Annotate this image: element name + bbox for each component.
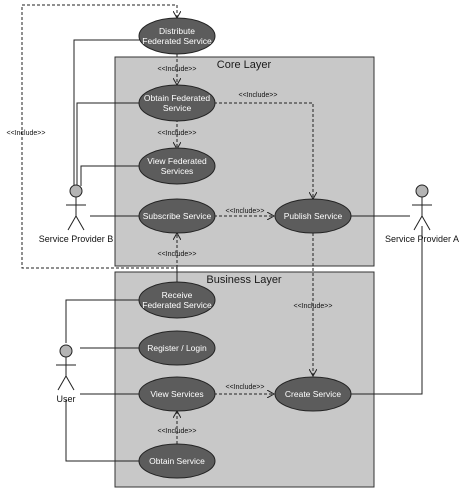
- include-label: <<Include>>: [158, 251, 197, 258]
- use-case-label: Distribute: [159, 26, 195, 36]
- use-case-label: Service: [163, 103, 192, 113]
- actor-head-icon: [69, 184, 83, 198]
- use-case-label: Publish Service: [284, 211, 343, 221]
- use-case-receive[interactable]: Receive Federated Service: [138, 281, 216, 319]
- include-label: <<Include>>: [158, 130, 197, 137]
- core-layer-title: Core Layer: [217, 59, 272, 71]
- use-case-register-login[interactable]: Register / Login: [138, 330, 216, 366]
- actor-label: User: [56, 394, 75, 404]
- assoc-user-receive: [65, 299, 140, 343]
- include-labels: <<Include>> <<Include>> <<Include>> <<In…: [7, 66, 333, 435]
- use-case-distribute[interactable]: Distribute Federated Service: [138, 17, 216, 55]
- use-case-publish[interactable]: Publish Service: [274, 198, 352, 234]
- include-distribute-receive: [21, 4, 177, 285]
- actor-label: Service Provider B: [39, 234, 114, 244]
- include-label: <<Include>>: [239, 92, 278, 99]
- assoc-b-distribute: [73, 39, 140, 186]
- actor-service-provider-a[interactable]: Service Provider A: [385, 184, 459, 244]
- use-case-label: Federated Service: [142, 300, 212, 310]
- include-obtain-publish: [214, 102, 313, 199]
- assoc-user-obtain-service: [65, 400, 140, 462]
- assoc-a-create: [350, 226, 423, 395]
- use-case-label: Federated Service: [142, 36, 212, 46]
- actor-service-provider-b[interactable]: Service Provider B: [39, 184, 114, 244]
- use-case-label: Services: [161, 166, 194, 176]
- use-case-create[interactable]: Create Service: [274, 376, 352, 412]
- associations: [65, 39, 423, 462]
- include-dependencies: [21, 4, 313, 444]
- use-case-label: Subscribe Service: [143, 211, 212, 221]
- assoc-b-view-federated: [80, 165, 140, 186]
- actor-label: Service Provider A: [385, 234, 459, 244]
- include-label: <<Include>>: [226, 208, 265, 215]
- use-case-obtain-federated[interactable]: Obtain Federated Service: [138, 84, 216, 122]
- use-case-obtain-service[interactable]: Obtain Service: [138, 443, 216, 479]
- include-label: <<Include>>: [158, 66, 197, 73]
- use-case-label: Register / Login: [147, 343, 207, 353]
- use-case-view-federated[interactable]: View Federated Services: [138, 147, 216, 185]
- use-case-label: View Services: [150, 389, 203, 399]
- actor-head-icon: [415, 184, 429, 198]
- use-case-label: Receive: [162, 290, 193, 300]
- actor-user[interactable]: User: [56, 344, 76, 404]
- include-label: <<Include>>: [158, 428, 197, 435]
- use-case-label: Obtain Service: [149, 456, 205, 466]
- include-label: <<Include>>: [294, 303, 333, 310]
- use-case-label: Obtain Federated: [144, 93, 210, 103]
- use-case-view-services[interactable]: View Services: [138, 376, 216, 412]
- business-layer-title: Business Layer: [206, 274, 282, 286]
- use-case-label: Create Service: [285, 389, 341, 399]
- use-case-subscribe[interactable]: Subscribe Service: [138, 198, 216, 234]
- use-case-label: View Federated: [147, 156, 207, 166]
- include-label: <<Include>>: [226, 384, 265, 391]
- assoc-b-obtain-federated: [76, 102, 140, 186]
- include-label: <<Include>>: [7, 130, 46, 137]
- actor-head-icon: [59, 344, 73, 358]
